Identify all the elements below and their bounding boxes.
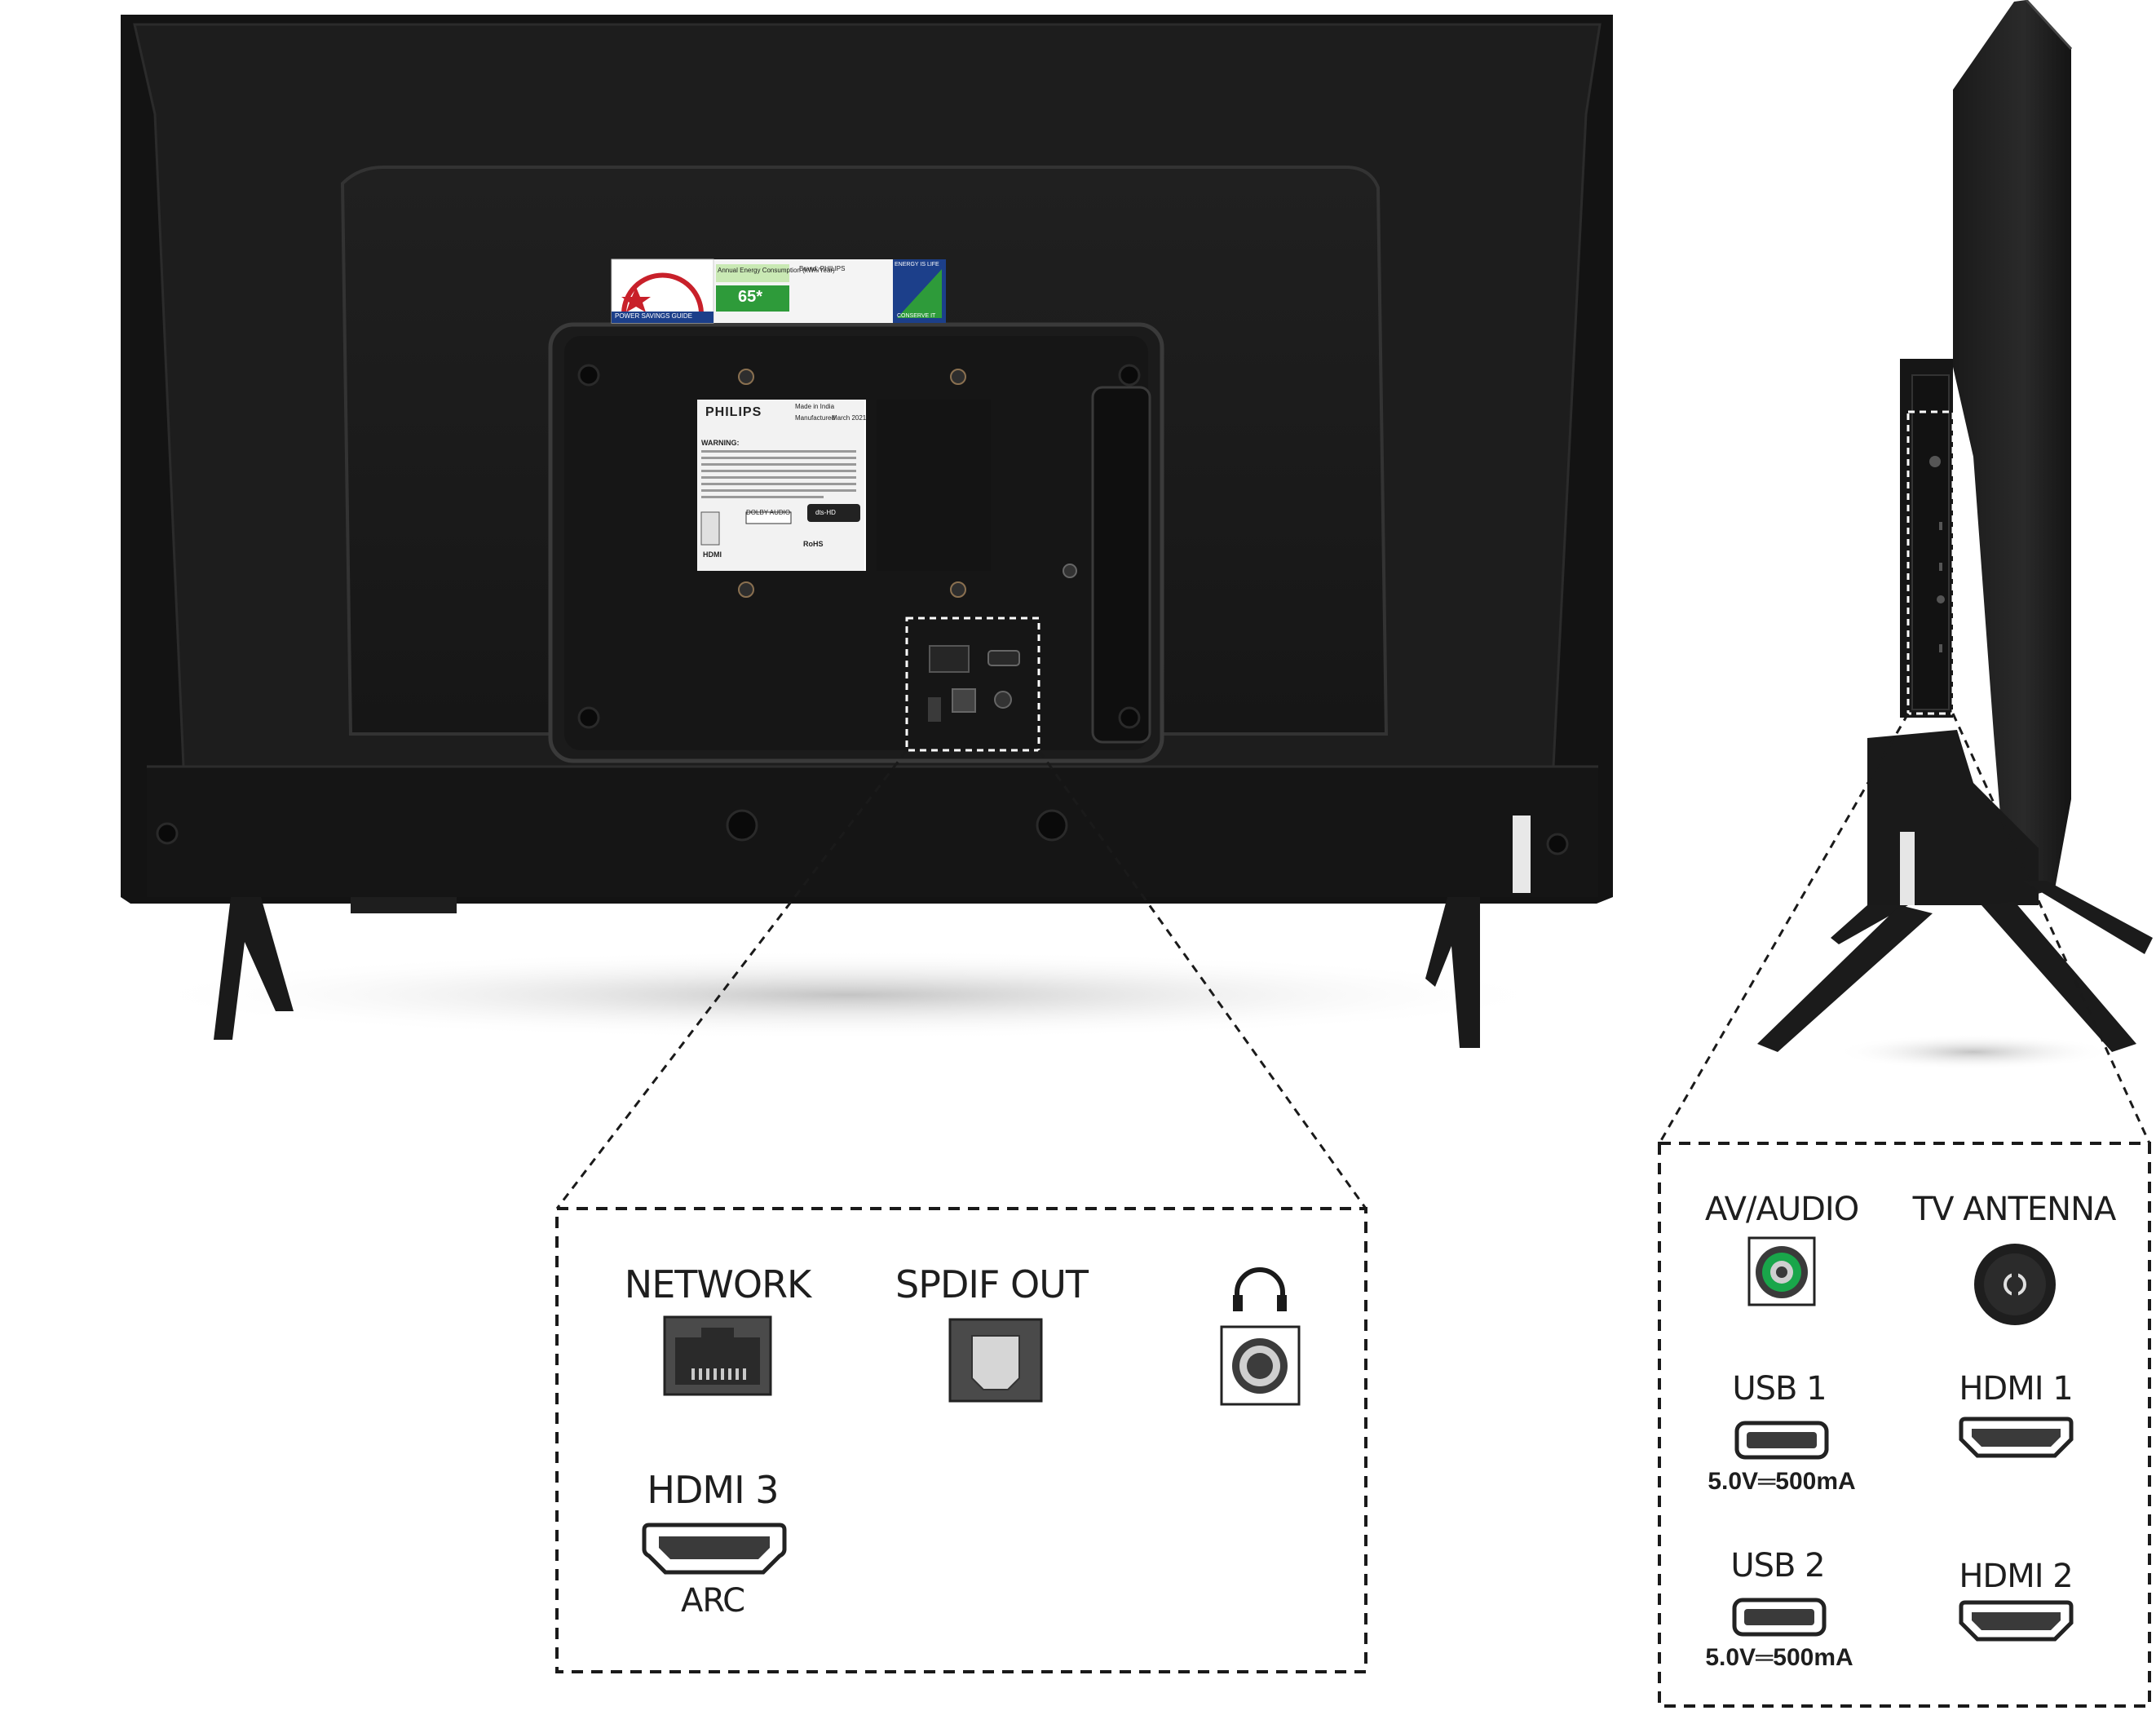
tv-antenna-port-icon [1974, 1244, 2056, 1325]
av-audio-jack-icon [1747, 1236, 1816, 1306]
network-label: NETWORK [624, 1262, 811, 1306]
serial-sticker [1513, 816, 1531, 893]
tv-right-foot [1425, 897, 1480, 1048]
vesa-mount [950, 369, 966, 385]
side-port-highlight-box [1906, 410, 1955, 715]
hdmi3-port-icon [642, 1523, 787, 1575]
screw-hole [577, 706, 600, 729]
screw-hole [726, 809, 758, 842]
tv-side-view [1757, 0, 2153, 1070]
rating-manufactured: Manufactured [795, 414, 835, 422]
callout-lines [555, 713, 2151, 1209]
screw-hole [577, 364, 600, 387]
tv-back-view [121, 15, 1613, 1048]
tv-side-leg-back [1831, 905, 1908, 944]
rating-dolby: DOLBY AUDIO [746, 509, 791, 516]
side-slot [1091, 386, 1151, 744]
rating-sticker [697, 400, 991, 571]
callout-back-box [555, 1207, 1367, 1673]
av-audio-label: AV/AUDIO [1704, 1191, 1859, 1228]
headphone-jack-icon [1220, 1325, 1301, 1406]
screw-hole [1118, 706, 1141, 729]
tv-side-leg-far [2022, 881, 2153, 954]
vesa-mount [738, 369, 754, 385]
usb2-power-label: 5.0V═500mA [1705, 1644, 1853, 1671]
callout-side-box [1658, 1142, 2151, 1708]
screw-hole [156, 822, 179, 845]
hdmi2-port-icon [1959, 1600, 2074, 1642]
energy-side-text: ENERGY IS LIFE [895, 262, 939, 267]
tv-left-foot [214, 897, 294, 1040]
energy-brand-row: Brand: PHILIPS [799, 265, 846, 272]
hdmi2-label: HDMI 2 [1959, 1558, 2073, 1595]
rating-rohs: RoHS [803, 540, 824, 548]
spdif-out-label: SPDIF OUT [895, 1262, 1089, 1306]
hdmi3-label: HDMI 3 [647, 1468, 779, 1512]
usb1-label: USB 1 [1732, 1370, 1827, 1408]
network-port-icon [663, 1315, 772, 1396]
vesa-mount [950, 581, 966, 598]
screw-hole [1118, 364, 1141, 387]
energy-side-text-2: CONSERVE IT [897, 313, 936, 319]
spdif-port-icon [948, 1318, 1043, 1403]
vesa-mount [738, 581, 754, 598]
rating-date: March 2021 [832, 414, 867, 422]
screw-hole [1546, 833, 1569, 855]
tv-side-leg-right [1981, 901, 2136, 1052]
screw-hole [1036, 809, 1068, 842]
hdmi1-port-icon [1959, 1417, 2074, 1458]
usb2-label: USB 2 [1730, 1547, 1825, 1585]
tv-side-leg-left [1757, 905, 1933, 1052]
energy-power-guide: POWER SAVINGS GUIDE [615, 312, 692, 320]
energy-label [611, 259, 946, 324]
usb1-port-icon [1734, 1421, 1829, 1460]
usb1-power-label: 5.0V═500mA [1708, 1468, 1856, 1495]
usb2-port-icon [1732, 1598, 1827, 1637]
back-ports [928, 564, 1077, 722]
rating-dts: dts-HD [815, 509, 836, 516]
rating-made-in: Made in India [795, 403, 835, 410]
rating-hdmi-logo: HDMI [703, 550, 722, 559]
headphone-icon [1233, 1267, 1287, 1311]
tv-side-panel [1953, 0, 2071, 897]
energy-consumption-value: 65* [738, 288, 763, 306]
rating-warning: WARNING: [701, 439, 740, 447]
energy-consumption-title: Annual Energy Consumption (kWh/Year) [718, 267, 835, 274]
tv-antenna-label: TV ANTENNA [1912, 1191, 2117, 1228]
hdmi1-label: HDMI 1 [1959, 1370, 2073, 1408]
port-highlight-box [905, 617, 1040, 752]
rating-brand: PHILIPS [705, 405, 762, 419]
arc-label: ARC [680, 1582, 745, 1620]
